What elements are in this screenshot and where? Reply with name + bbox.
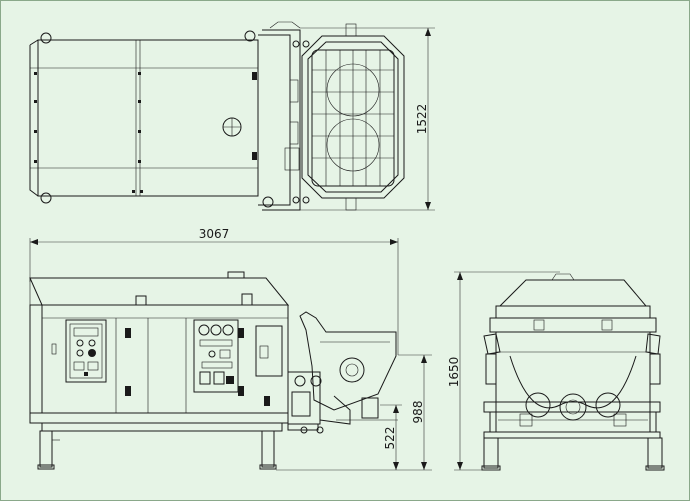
dim-outlet-height: 522 — [276, 404, 432, 471]
top-view — [29, 21, 405, 211]
hopper-grate — [311, 49, 395, 187]
dim-outlet-height-label: 522 — [383, 427, 397, 450]
dim-overall-height-label: 1650 — [447, 357, 461, 388]
side-view — [481, 273, 665, 471]
dim-overall-height: 1650 — [447, 271, 560, 471]
dim-hopper-height-label: 988 — [411, 401, 425, 424]
dim-overall-length: 3067 — [29, 227, 399, 355]
control-panel-right — [193, 319, 239, 393]
top-bolts — [34, 72, 257, 193]
dim-hopper-height: 988 — [398, 354, 432, 470]
dim-top-width: 1522 — [300, 27, 435, 211]
control-panel-left — [65, 319, 107, 383]
front-view — [29, 271, 398, 470]
dim-overall-length-label: 3067 — [199, 227, 230, 241]
dim-top-width-label: 1522 — [415, 104, 429, 135]
